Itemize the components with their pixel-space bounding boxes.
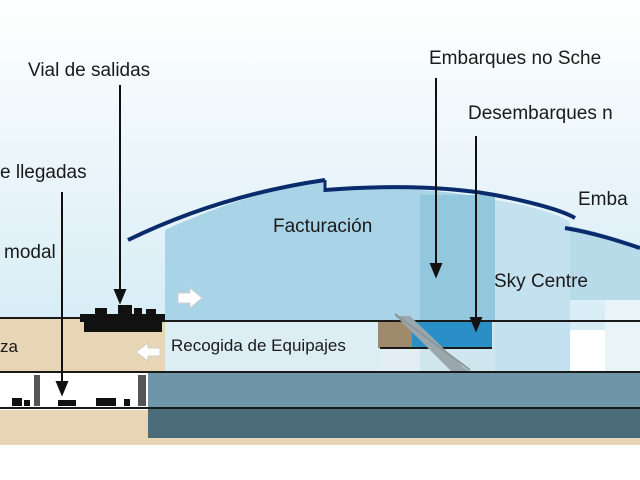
- vehicle-icon: [12, 375, 146, 406]
- label-vial-salidas: Vial de salidas: [28, 60, 150, 81]
- roof-left: [127, 178, 326, 242]
- arrow-left-icon: [135, 342, 161, 362]
- boarding-pier-lower: [605, 300, 640, 372]
- ground-left: [0, 410, 148, 445]
- baggage-claim-hall: [165, 322, 380, 372]
- vehicle-icon: [95, 305, 156, 314]
- check-in-hall: [165, 180, 495, 322]
- pier-building: [495, 200, 570, 372]
- arrow-right-icon: [177, 286, 203, 310]
- departures-road-support: [84, 320, 162, 332]
- label-plaza: za: [0, 337, 19, 356]
- label-recogida-equipajes: Recogida de Equipajes: [171, 336, 346, 355]
- label-embarques: Emba: [578, 189, 628, 210]
- label-embarques-no-schengen: Embarques no Sche: [429, 48, 601, 69]
- roof-middle: [324, 185, 577, 220]
- label-facturacion: Facturación: [273, 216, 372, 237]
- leader-lines: [55, 78, 483, 397]
- escalator-icon: [394, 313, 471, 372]
- label-sky-centre: Sky Centre: [494, 271, 588, 292]
- label-desembarques: Desembarques n: [468, 103, 613, 124]
- departures-road-deck: [80, 314, 165, 322]
- label-intermodal: modal: [4, 242, 56, 263]
- gates-column: [420, 195, 495, 322]
- bottom-margin: [0, 445, 640, 480]
- basement-upper: [148, 372, 640, 408]
- ground-bottom: [148, 438, 640, 445]
- roof-right: [564, 226, 640, 250]
- basement-lower: [148, 408, 640, 438]
- label-vial-llegadas: e llegadas: [0, 162, 87, 183]
